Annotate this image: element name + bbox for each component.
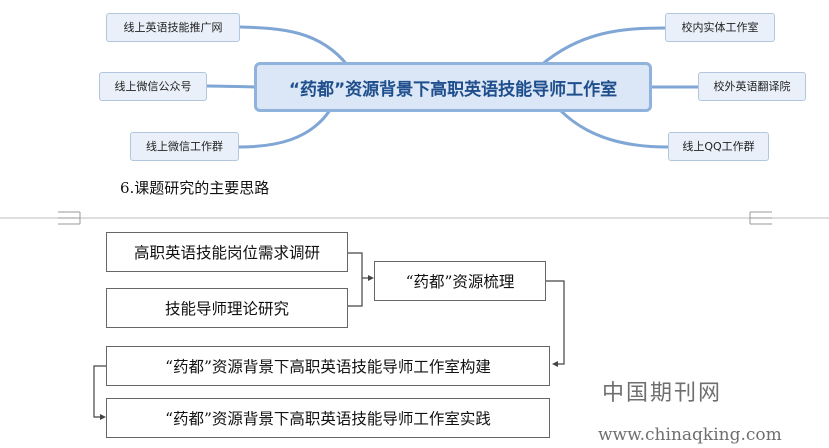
connector-1b-to-merge	[348, 278, 363, 307]
branch-left-bottom	[237, 108, 332, 149]
mindmap-node-left-2: 线上微信公众号	[99, 72, 207, 101]
corner-mark-left	[58, 211, 81, 225]
flow-step-job-demand-research: 高职英语技能岗位需求调研	[106, 232, 348, 272]
branch-right-bottom	[558, 108, 670, 149]
flow-step-mentor-theory-research: 技能导师理论研究	[106, 288, 348, 328]
flow-step-studio-construction: “药都”资源背景下高职英语技能导师工作室构建	[106, 346, 550, 386]
flow-step-resource-review: “药都”资源梳理	[374, 261, 546, 301]
branch-right-top	[538, 26, 667, 68]
mindmap-node-left-3: 线上微信工作群	[130, 132, 239, 161]
flow-step-studio-practice: “药都”资源背景下高职英语技能导师工作室实践	[106, 398, 550, 438]
corner-mark-right	[749, 211, 772, 225]
section-caption: 6.课题研究的主要思路	[120, 179, 270, 197]
connector-3-to-4	[93, 365, 106, 418]
mindmap-node-right-3: 线上QQ工作群	[668, 132, 769, 161]
mindmap-node-right-2: 校外英语翻译院	[698, 72, 806, 101]
connector-2-to-3	[546, 280, 565, 365]
branch-left-top	[238, 25, 350, 68]
connector-1a-to-merge	[348, 252, 363, 278]
arrowhead-to-4	[100, 414, 106, 420]
mindmap-node-left-1: 线上英语技能推广网	[106, 13, 240, 42]
branch-left-middle	[205, 84, 260, 89]
watermark-url: www.chinaqking.com	[598, 425, 782, 445]
mindmap-center-node: “药都”资源背景下高职英语技能导师工作室	[254, 62, 652, 112]
arrowhead-to-3	[552, 361, 558, 367]
arrowhead-to-2	[368, 275, 374, 281]
watermark-site-name: 中国期刊网	[602, 381, 723, 406]
mindmap-node-right-1: 校内实体工作室	[665, 13, 775, 42]
